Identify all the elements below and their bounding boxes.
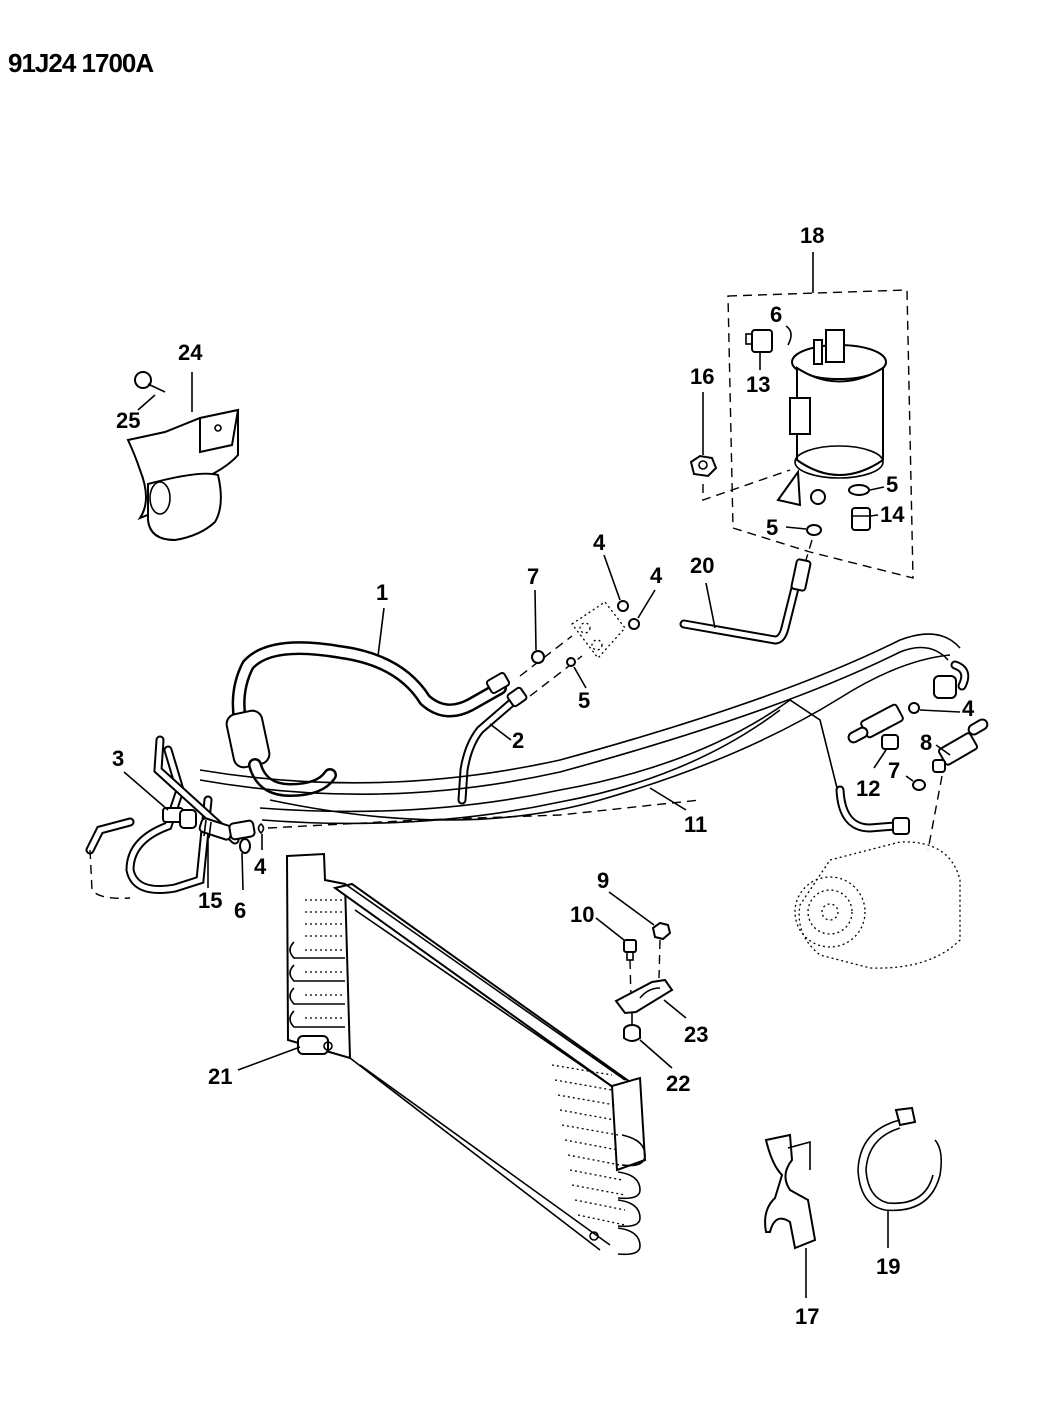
callout-14: 14: [880, 502, 905, 527]
valve-12[interactable]: [847, 703, 904, 750]
o-ring-5-mid[interactable]: [566, 657, 576, 667]
callout-5-right: 5: [886, 472, 898, 497]
compressor-phantom: [794, 841, 961, 969]
callout-7-right: 7: [888, 758, 900, 783]
callout-4-a: 4: [593, 530, 606, 555]
o-ring-4-a[interactable]: [617, 600, 629, 612]
callout-4-left: 4: [254, 854, 267, 879]
leader-25: [137, 394, 156, 411]
valve-8[interactable]: [932, 718, 989, 773]
o-ring-6-left[interactable]: [239, 838, 251, 854]
o-ring-7-right[interactable]: [912, 779, 926, 791]
callout-12: 12: [856, 776, 880, 801]
pipe-loop: [85, 735, 240, 900]
clip-17[interactable]: [764, 1133, 817, 1250]
nut-16[interactable]: [689, 454, 718, 478]
callout-20: 20: [690, 553, 714, 578]
callout-5-bottom: 5: [766, 515, 778, 540]
bolt-10[interactable]: [623, 939, 637, 961]
fitting-3[interactable]: [162, 807, 197, 829]
callout-6-top: 6: [770, 302, 782, 327]
o-ring-5-bottom[interactable]: [806, 524, 822, 536]
callout-1: 1: [376, 580, 388, 605]
callout-2: 2: [512, 728, 524, 753]
callout-15: 15: [198, 888, 222, 913]
callout-23: 23: [684, 1022, 708, 1047]
callout-8: 8: [920, 730, 932, 755]
callout-22: 22: [666, 1071, 690, 1096]
hose-assembly-11[interactable]: [199, 633, 970, 835]
plug-14[interactable]: [851, 507, 871, 531]
receiver-drier-18[interactable]: [776, 329, 887, 507]
callout-19: 19: [876, 1254, 900, 1279]
callout-3: 3: [112, 746, 124, 771]
strap-19[interactable]: [857, 1106, 942, 1212]
o-ring-4-b[interactable]: [628, 618, 640, 630]
callout-21: 21: [208, 1064, 232, 1089]
tube-20[interactable]: [679, 558, 812, 645]
callout-11: 11: [684, 812, 707, 837]
callout-7-left: 7: [527, 564, 539, 589]
switch-13[interactable]: [745, 329, 773, 353]
tube-2[interactable]: [457, 686, 528, 805]
o-ring-5-right[interactable]: [848, 484, 870, 496]
callout-6-left: 6: [234, 898, 246, 923]
callout-16: 16: [690, 364, 714, 389]
condenser-fins-left: [289, 899, 345, 1028]
nut-9[interactable]: [651, 921, 672, 941]
o-ring-4-left[interactable]: [257, 822, 265, 835]
fitting-nut: [228, 819, 256, 841]
condenser-fins-right: [551, 1064, 646, 1256]
callout-18: 18: [800, 223, 824, 248]
callout-25: 25: [116, 408, 140, 433]
bracket-23[interactable]: [614, 978, 674, 1015]
callout-13: 13: [746, 372, 770, 397]
manifold-block: [571, 601, 626, 660]
callout-4-b: 4: [650, 563, 663, 588]
callout-10: 10: [570, 902, 594, 927]
callout-4-right: 4: [962, 696, 975, 721]
o-ring-7-left[interactable]: [531, 650, 545, 664]
callout-17: 17: [795, 1304, 819, 1329]
o-ring-4-right[interactable]: [908, 702, 920, 714]
condenser-21[interactable]: [285, 852, 647, 1256]
figure-id: 91J24 1700A: [8, 48, 154, 78]
screw-25[interactable]: [134, 371, 166, 393]
o-ring-6-top[interactable]: [785, 325, 792, 346]
bracket-24[interactable]: [126, 408, 240, 542]
callout-24: 24: [178, 340, 203, 365]
callout-9: 9: [597, 868, 609, 893]
callout-5-mid: 5: [578, 688, 590, 713]
insulator-22[interactable]: [623, 1024, 641, 1042]
